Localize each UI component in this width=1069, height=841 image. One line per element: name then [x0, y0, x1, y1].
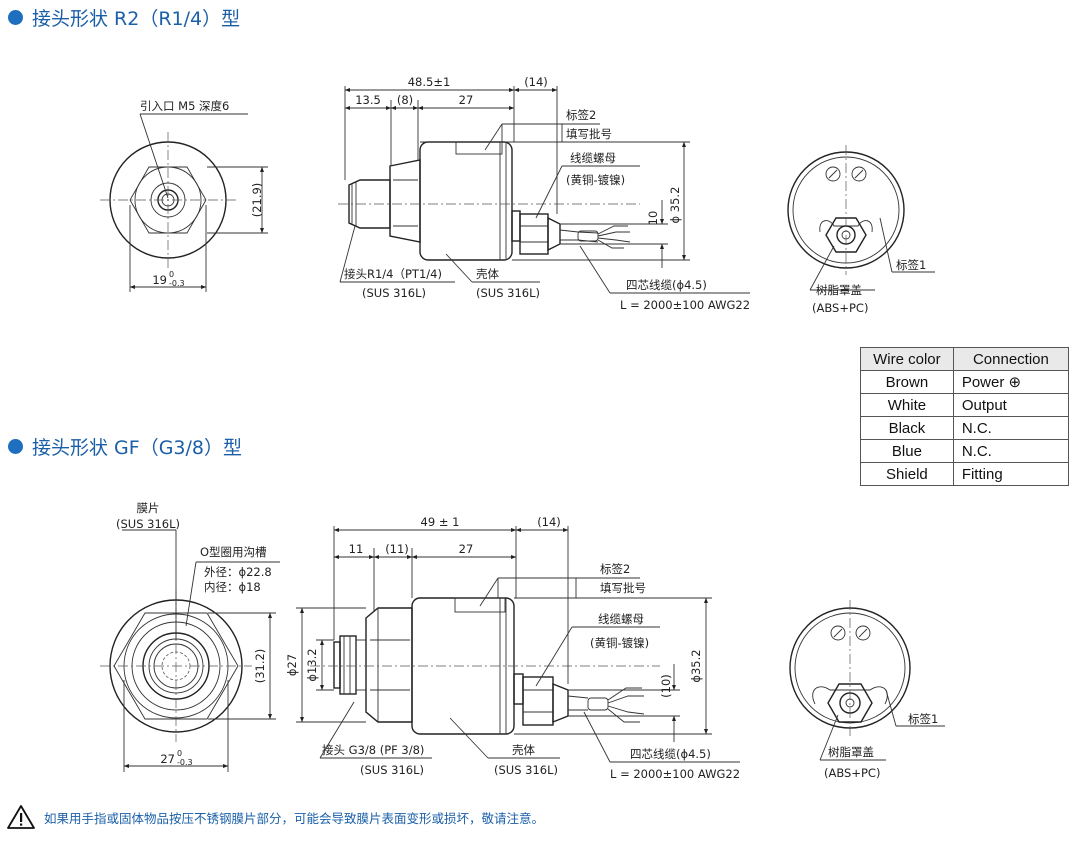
connection-cell: Power ⊕ [952, 370, 1069, 394]
r2-label2: 标签2 [566, 108, 596, 122]
gf-fitting-material: (SUS 316L) [360, 763, 424, 777]
gf-diaphragm-material: (SUS 316L) [116, 517, 180, 531]
gf-tail-length: (14) [537, 515, 561, 529]
r2-cable: 四芯线缆(ϕ4.5) [626, 278, 707, 292]
gf-dim-10: (10) [659, 674, 673, 698]
gf-width-tol-upper: 0 [177, 749, 182, 758]
gf-cover-material: (ABS+PC) [824, 766, 880, 780]
r2-dim-dia: ϕ 35.2 [668, 187, 682, 224]
gf-batch: 填写批号 [600, 581, 646, 595]
r2-width-tol-lower: -0.3 [169, 279, 185, 288]
gf-dim-dia: ϕ35.2 [689, 649, 703, 682]
gf-fitting: 接头 G3/8 (PF 3/8) [322, 743, 424, 757]
r2-label1: 标签1 [896, 258, 926, 272]
r2-tail-length: (14) [524, 75, 548, 89]
r2-width-tol-upper: 0 [169, 270, 174, 279]
warning-icon [7, 805, 35, 829]
r2-side-view [338, 86, 750, 294]
r2-cable-spec: L = 2000±100 AWG22 [620, 298, 750, 312]
gf-label2: 标签2 [600, 562, 630, 576]
r2-cover-material: (ABS+PC) [812, 301, 868, 315]
r2-cover: 树脂罩盖 [816, 283, 862, 297]
gf-dim-a: 11 [349, 542, 364, 556]
gf-width-dim: 27 [160, 752, 175, 766]
gf-label1: 标签1 [908, 712, 938, 726]
r2-body: 壳体 [476, 267, 499, 281]
bullet-icon [8, 439, 23, 454]
warning-note: 如果用手指或固体物品按压不锈钢膜片部分，可能会导致膜片表面变形或损坏，敬请注意。 [6, 804, 544, 830]
table-row: Black N.C. [860, 416, 1069, 440]
r2-dim-b: (8) [397, 93, 413, 107]
gf-dim-d1: ϕ27 [285, 654, 299, 676]
r2-fitting-material: (SUS 316L) [362, 286, 426, 300]
r2-body-material: (SUS 316L) [476, 286, 540, 300]
gf-body: 壳体 [512, 743, 535, 757]
table-header: Connection [952, 347, 1069, 371]
r2-batch: 填写批号 [566, 127, 612, 141]
gf-height-dim: (31.2) [253, 649, 267, 684]
connection-cell: N.C. [952, 439, 1069, 463]
gf-nut: 线缆螺母 [598, 612, 644, 626]
r2-width-dim: 19 [152, 273, 167, 287]
table-row: White Output [860, 393, 1069, 417]
connection-cell: N.C. [952, 416, 1069, 440]
gf-dim-b: (11) [385, 542, 409, 556]
connection-cell: Fitting [952, 462, 1069, 486]
gf-cover: 树脂罩盖 [828, 745, 874, 759]
table-header: Wire color [860, 347, 954, 371]
gf-dim-d2: ϕ13.2 [305, 648, 319, 681]
r2-dim-c: 27 [459, 93, 474, 107]
gf-cable: 四芯线缆(ϕ4.5) [630, 747, 711, 761]
r2-inlet-label: 引入口 M5 深度6 [140, 99, 229, 113]
gf-outer-dia: 外径：ϕ22.8 [204, 565, 272, 579]
r2-dim-10: 10 [646, 211, 660, 226]
r2-height-dim: (21.9) [250, 183, 264, 218]
gf-rear-view [789, 600, 945, 761]
gf-body-material: (SUS 316L) [494, 763, 558, 777]
connection-cell: Output [952, 393, 1069, 417]
section-title-gf: 接头形状 GF（G3/8）型 [8, 433, 242, 460]
table-row: Blue N.C. [860, 439, 1069, 463]
wire-color-cell: White [860, 393, 954, 417]
section-title-r2: 接头形状 R2（R1/4）型 [8, 4, 240, 31]
r2-rear-view [787, 145, 935, 291]
gf-inner-dia: 内径：ϕ18 [204, 580, 261, 594]
table-row: Shield Fitting [860, 462, 1069, 486]
gf-front-view [100, 529, 280, 772]
r2-nut-material: (黄铜-镀镍) [566, 173, 625, 187]
gf-side-view [296, 526, 740, 763]
wire-color-cell: Shield [860, 462, 954, 486]
table-header-row: Wire color Connection [860, 347, 1069, 371]
wire-color-table: Wire color Connection Brown Power ⊕ Whit… [860, 347, 1069, 486]
wire-color-cell: Blue [860, 439, 954, 463]
wire-color-cell: Brown [860, 370, 954, 394]
gf-total-length: 49 ± 1 [421, 515, 460, 529]
gf-oring: O型圈用沟槽 [200, 545, 267, 559]
table-row: Brown Power ⊕ [860, 370, 1069, 394]
gf-cable-spec: L = 2000±100 AWG22 [610, 767, 740, 781]
gf-dim-c: 27 [459, 542, 474, 556]
r2-total-length: 48.5±1 [408, 75, 451, 89]
r2-dim-a: 13.5 [355, 93, 381, 107]
gf-diaphragm: 膜片 [137, 501, 160, 515]
gf-width-tol-lower: -0.3 [177, 758, 193, 767]
bullet-icon [8, 10, 23, 25]
r2-front-view [100, 113, 268, 292]
gf-nut-material: (黄铜-镀镍) [590, 636, 649, 650]
wire-color-cell: Black [860, 416, 954, 440]
r2-fitting: 接头R1/4（PT1/4) [344, 267, 442, 281]
r2-nut: 线缆螺母 [570, 151, 616, 165]
